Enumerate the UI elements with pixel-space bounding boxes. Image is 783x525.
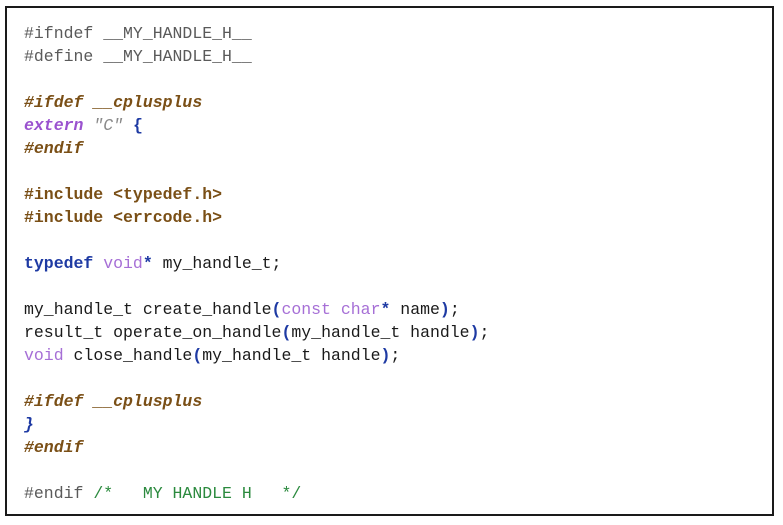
code-line: ​	[24, 160, 489, 183]
code-token: )	[380, 346, 391, 365]
code-token: #endif	[24, 484, 94, 503]
code-token	[93, 254, 103, 273]
code-line: ​	[24, 275, 489, 298]
code-token: )	[469, 323, 480, 342]
code-token: (	[281, 323, 292, 342]
code-token: close_handle	[63, 346, 193, 365]
code-token: #endif	[24, 438, 84, 457]
code-token	[331, 300, 341, 319]
code-line: #ifdef __cplusplus	[24, 390, 489, 413]
code-token: (	[192, 346, 203, 365]
code-line: ​	[24, 367, 489, 390]
code-line: void close_handle(my_handle_t handle);	[24, 344, 489, 367]
code-token: *	[380, 300, 391, 319]
code-token: #define __MY_HANDLE_H__	[24, 47, 252, 66]
code-token	[123, 116, 133, 135]
code-line: ​	[24, 459, 489, 482]
code-line: typedef void* my_handle_t;	[24, 252, 489, 275]
code-token: const	[281, 300, 331, 319]
code-token: ;	[479, 323, 490, 342]
code-line: extern "C" {	[24, 114, 489, 137]
code-line: ​	[24, 229, 489, 252]
code-line: #ifdef __cplusplus	[24, 91, 489, 114]
code-line: result_t operate_on_handle(my_handle_t h…	[24, 321, 489, 344]
code-token: name	[390, 300, 440, 319]
code-line: }	[24, 413, 489, 436]
code-token: )	[439, 300, 450, 319]
code-token: my_handle_t handle	[291, 323, 470, 342]
code-line: ​	[24, 68, 489, 91]
code-line: #endif	[24, 436, 489, 459]
code-token: (	[271, 300, 282, 319]
code-token: "C"	[93, 116, 124, 135]
code-line: #ifndef __MY_HANDLE_H__	[24, 22, 489, 45]
code-token: my_handle_t create_handle	[24, 300, 272, 319]
code-token: char	[340, 300, 381, 319]
code-token: ;	[390, 346, 401, 365]
code-line: #define __MY_HANDLE_H__	[24, 45, 489, 68]
code-token: /* MY HANDLE H */	[93, 484, 302, 503]
code-token: #endif	[24, 139, 84, 158]
code-token: #ifdef __cplusplus	[24, 93, 203, 112]
code-line: #endif	[24, 137, 489, 160]
code-line: #endif /* MY HANDLE H */	[24, 482, 489, 505]
code-token: #ifndef __MY_HANDLE_H__	[24, 24, 252, 43]
code-line: my_handle_t create_handle(const char* na…	[24, 298, 489, 321]
code-token: #include <typedef.h>	[24, 185, 223, 204]
code-token: typedef	[24, 254, 94, 273]
code-token: {	[132, 116, 143, 135]
code-token: ;	[449, 300, 460, 319]
code-token: void	[24, 346, 64, 365]
code-token: my_handle_t handle	[202, 346, 381, 365]
code-token: void	[103, 254, 143, 273]
code-token: *	[142, 254, 153, 273]
code-token: my_handle_t;	[152, 254, 282, 273]
code-token: extern	[24, 116, 84, 135]
code-line: #include <errcode.h>	[24, 206, 489, 229]
code-listing: #ifndef __MY_HANDLE_H__ #define __MY_HAND…	[24, 22, 489, 505]
code-line: #include <typedef.h>	[24, 183, 489, 206]
code-listing-frame: #ifndef __MY_HANDLE_H__ #define __MY_HAND…	[5, 6, 774, 516]
code-token: #ifdef __cplusplus	[24, 392, 203, 411]
code-token: result_t operate_on_handle	[24, 323, 282, 342]
code-token	[83, 116, 93, 135]
code-token: }	[24, 415, 34, 434]
code-token: #include <errcode.h>	[24, 208, 223, 227]
